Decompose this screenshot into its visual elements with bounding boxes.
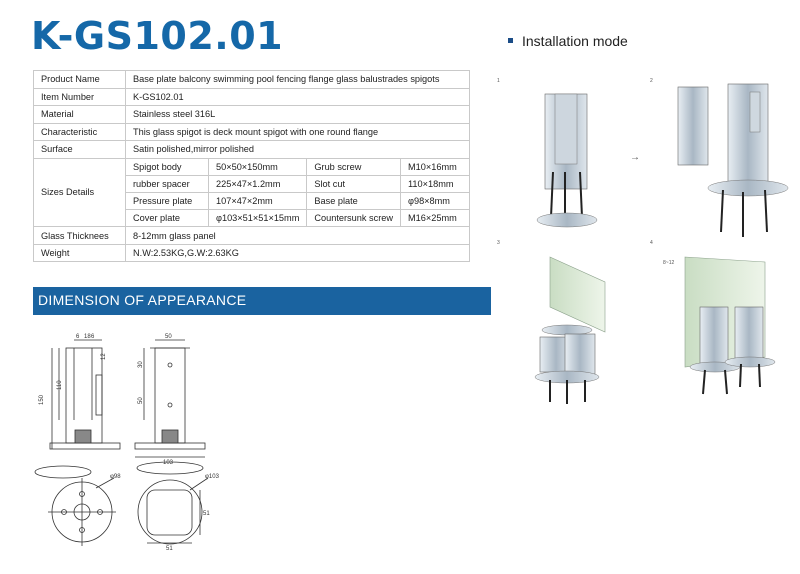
spec-value: 8-12mm glass panel xyxy=(125,226,470,245)
spec-value: Stainless steel 316L xyxy=(125,105,470,124)
dim-phi98: φ98 xyxy=(110,474,121,480)
table-row: Sizes Details Spigot body 50×50×150mm Gr… xyxy=(33,157,470,228)
cover-plate-plan xyxy=(137,479,203,545)
table-row: rubber spacer 225×47×1.2mm Slot cut 110×… xyxy=(34,174,470,193)
spec-label: Item Number xyxy=(33,87,126,106)
dim-18: 18 xyxy=(84,334,91,340)
spec-label: Material xyxy=(33,105,126,124)
base-ellipse-left xyxy=(34,465,92,479)
spec-label: Surface xyxy=(33,140,126,159)
size-key: Spigot body xyxy=(125,157,209,176)
table-row: Surface Satin polished,mirror polished xyxy=(33,140,470,159)
dim-phi103: φ103 xyxy=(205,474,220,480)
dim-6: 6 xyxy=(76,334,80,340)
spec-label: Sizes Details xyxy=(33,157,126,228)
install-step-1: 1 xyxy=(497,78,598,228)
table-row: Characteristic This glass spigot is deck… xyxy=(33,122,470,141)
svg-text:→: → xyxy=(630,152,640,163)
table-row: Glass Thicknees 8-12mm glass panel xyxy=(33,226,470,245)
size-key: Grub screw xyxy=(306,157,401,176)
dim-30: 30 xyxy=(138,361,144,368)
front-view-base xyxy=(134,442,206,450)
table-row: Weight N.W:2.53KG,G.W:2.63KG xyxy=(33,243,470,263)
size-value: φ103×51×51×15mm xyxy=(207,209,308,228)
table-row: Product Name Base plate balcony swimming… xyxy=(33,70,470,89)
dim-150: 150 xyxy=(39,394,45,405)
size-value: M10×16mm xyxy=(400,157,470,176)
spec-value: N.W:2.53KG,G.W:2.63KG xyxy=(125,243,470,263)
size-key: rubber spacer xyxy=(125,174,209,193)
dim-6b: 6 xyxy=(91,334,95,340)
table-row: Cover plate φ103×51×51×15mm Countersunk … xyxy=(34,209,470,228)
dim-103: 103 xyxy=(163,460,174,466)
side-view-base xyxy=(49,442,121,450)
dim-50: 50 xyxy=(165,334,172,340)
dimension-heading: DIMENSION OF APPEARANCE xyxy=(38,292,247,308)
svg-text:4: 4 xyxy=(650,240,653,246)
dim-51b: 51 xyxy=(203,511,210,517)
svg-text:3: 3 xyxy=(497,240,500,246)
installation-illustration: 1 → 2 3 4 8~12 xyxy=(497,78,789,404)
size-value: M16×25mm xyxy=(400,209,470,228)
dim-12: 12 xyxy=(101,353,107,360)
spec-label: Product Name xyxy=(33,70,126,89)
size-value: 225×47×1.2mm xyxy=(207,174,308,193)
size-key: Cover plate xyxy=(125,209,209,228)
size-value: 110×18mm xyxy=(400,174,470,193)
install-step-3: 3 xyxy=(497,240,606,404)
dimension-drawing: 150 110 6 18 6 12 50 30 50 103 φ98 φ103 … xyxy=(34,334,220,552)
size-value: 107×47×2mm xyxy=(207,191,308,211)
side-view-body xyxy=(65,347,103,444)
spec-value: Base plate balcony swimming pool fencing… xyxy=(125,70,470,89)
table-row: Material Stainless steel 316L xyxy=(33,105,470,124)
dim-110: 110 xyxy=(57,380,63,390)
installation-heading-text: Installation mode xyxy=(522,33,628,49)
spec-label: Weight xyxy=(33,243,126,263)
glass-thickness-label: 8~12 xyxy=(663,260,674,266)
spec-value: This glass spigot is deck mount spigot w… xyxy=(125,122,470,141)
size-value: 50×50×150mm xyxy=(207,157,308,176)
dimension-banner: DIMENSION OF APPEARANCE xyxy=(33,287,491,315)
spec-value: K-GS102.01 xyxy=(125,87,470,106)
spec-table: Product Name Base plate balcony swimming… xyxy=(33,70,470,263)
svg-text:2: 2 xyxy=(650,78,653,84)
dim-51a: 51 xyxy=(166,546,173,552)
size-key: Base plate xyxy=(306,191,401,211)
spec-value: Satin polished,mirror polished xyxy=(125,140,470,159)
install-step-4: 4 8~12 xyxy=(650,240,776,395)
size-key: Pressure plate xyxy=(125,191,209,211)
base-ellipse-right xyxy=(136,461,204,475)
svg-text:1: 1 xyxy=(497,78,500,84)
spec-label: Characteristic xyxy=(33,122,126,141)
front-view-body xyxy=(154,347,186,444)
dim-50b: 50 xyxy=(138,397,144,404)
product-title: K-GS102.01 xyxy=(31,14,284,58)
size-value: φ98×8mm xyxy=(400,191,470,211)
size-key: Countersunk screw xyxy=(306,209,401,228)
install-step-2: 2 xyxy=(650,78,789,237)
spec-label: Glass Thicknees xyxy=(33,226,126,245)
installation-heading: Installation mode xyxy=(508,33,628,49)
size-key: Slot cut xyxy=(306,174,401,193)
bullet-square-icon xyxy=(508,37,513,43)
table-row: Item Number K-GS102.01 xyxy=(33,87,470,106)
